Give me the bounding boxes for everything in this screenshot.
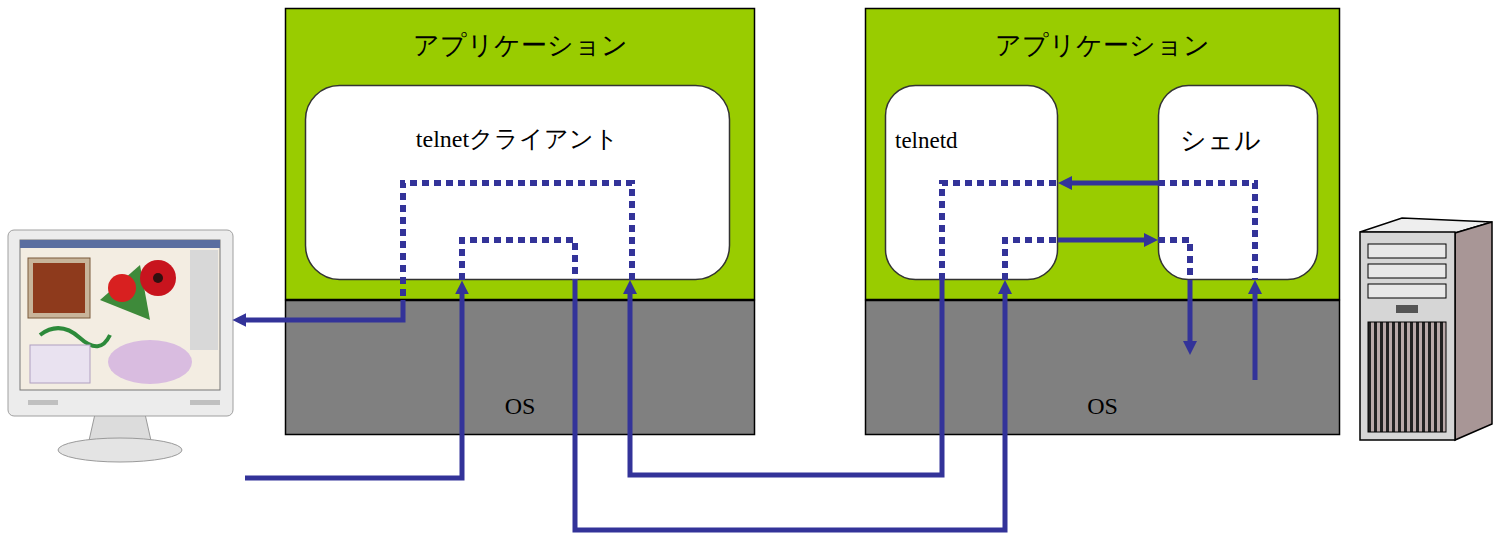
connector-arrow [630,280,942,475]
screen-flower [108,340,192,384]
server-illustration [1360,218,1492,440]
node-label: telnetクライアント [416,125,619,154]
process-box-shape [886,86,1058,280]
process-box-shape [306,86,730,280]
monitor-buttons [190,400,220,405]
floppy-slot [1396,305,1418,313]
connector-arrow [575,280,1005,530]
internal-flow [1158,240,1190,280]
drive-bay [1368,244,1446,258]
process-box: シェル [1158,85,1318,280]
connector-arrow [1188,280,1193,342]
node-label: アプリケーション [413,30,628,61]
server-front [1360,232,1455,440]
process-box: telnetd [885,85,1058,280]
drive-bay [1368,284,1446,298]
screen-picture [33,263,85,313]
server-side [1455,222,1492,440]
internal-flow [1005,240,1058,280]
process-box-shape [1159,86,1318,280]
application-layer-shape [286,9,755,300]
screen-logo [40,328,110,346]
node-label: アプリケーション [995,30,1210,61]
monitor-bezel [8,230,233,416]
application-layer: アプリケーション telnetクライアント [285,8,755,300]
node-label: OS [505,392,536,421]
display-wire [245,300,403,320]
monitor-screen [20,240,220,390]
monitor-base [58,438,182,462]
os-layer: OS [285,300,755,435]
server-grille [1368,322,1446,432]
internal-flow [403,183,1255,300]
internal-flow [403,183,632,300]
monitor-illustration [8,230,233,462]
node-label: シェル [1180,125,1261,156]
connector-arrow [1253,293,1258,380]
io-wire [245,293,462,478]
application-layer: アプリケーション telnetd シェル [865,8,1340,300]
screen-picture [30,345,90,383]
application-layer-shape [866,9,1340,300]
connector-arrow [1058,238,1145,243]
node-label: telnetd [895,127,958,155]
screen-flower [140,260,176,296]
process-box: telnetクライアント [305,85,730,280]
node-label: OS [1087,392,1118,421]
keyboard-wire [245,293,462,478]
monitor-buttons [28,400,58,405]
drive-bay [1368,264,1446,278]
connector-arrow [1071,181,1158,186]
screen-picture [28,258,90,318]
internal-flow [1158,183,1255,280]
os-layer: OS [865,300,1340,435]
internal-flow [942,183,1058,280]
internal-flow [462,240,575,280]
screen-flower [153,273,163,283]
screen-palette [190,250,218,350]
screen-flower [108,274,136,302]
screen-titlebar [20,240,220,248]
os-layer-shape [866,301,1340,435]
